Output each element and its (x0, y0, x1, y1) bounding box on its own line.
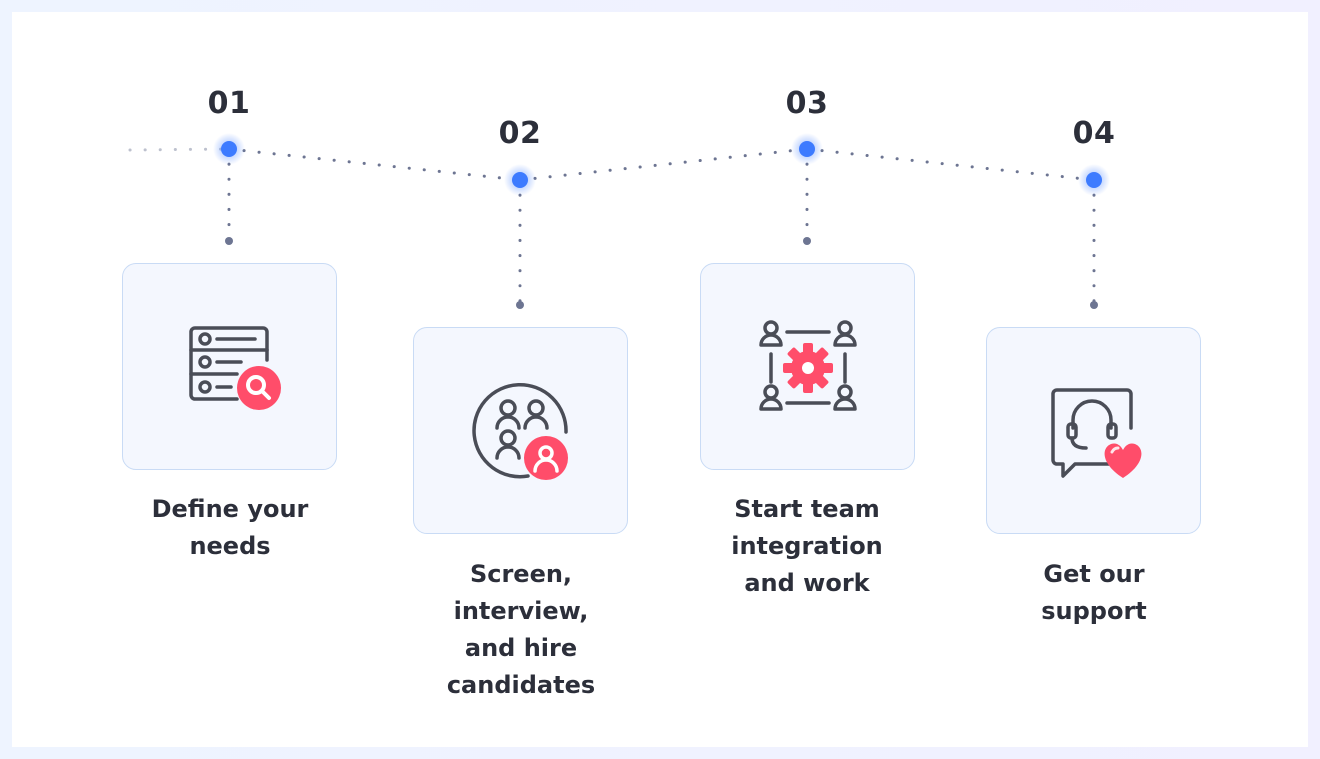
step-label-line: Define your (151, 495, 309, 523)
support-heart-icon (1050, 387, 1141, 478)
step-card (413, 327, 628, 534)
step-card (122, 263, 337, 470)
timeline-end-dots (225, 237, 1098, 309)
step-number: 04 (1072, 116, 1116, 151)
timeline-nodes (213, 133, 1110, 196)
step-label-line: Start team (734, 495, 880, 523)
step-label-line: integration (731, 532, 883, 560)
step-label-line: candidates (446, 671, 596, 699)
step-label-line: and hire (464, 634, 578, 662)
document-search-icon (188, 325, 281, 410)
step-card (986, 327, 1201, 534)
step-number: 03 (785, 86, 829, 121)
step-label-line: and work (744, 569, 870, 597)
timeline-node-03 (791, 133, 823, 165)
step-label-line: Get our (1043, 560, 1145, 588)
team-candidate-icon (471, 382, 568, 480)
timeline-node-04 (1078, 164, 1110, 196)
timeline-node-01 (213, 133, 245, 165)
step-label-line: interview, (453, 597, 589, 625)
step-label: Screen, interview, and hire candidates (401, 556, 641, 704)
step-label-line: Screen, (469, 560, 573, 588)
step-label-line: needs (189, 532, 271, 560)
team-gear-icon (758, 319, 857, 411)
step-card (700, 263, 915, 470)
step-number: 02 (498, 116, 542, 151)
step-label-line: support (1041, 597, 1147, 625)
step-label: Get our support (974, 556, 1214, 630)
step-number: 01 (207, 86, 251, 121)
step-label: Define your needs (110, 491, 350, 565)
step-label: Start team integration and work (687, 491, 927, 602)
timeline-node-02 (504, 164, 536, 196)
